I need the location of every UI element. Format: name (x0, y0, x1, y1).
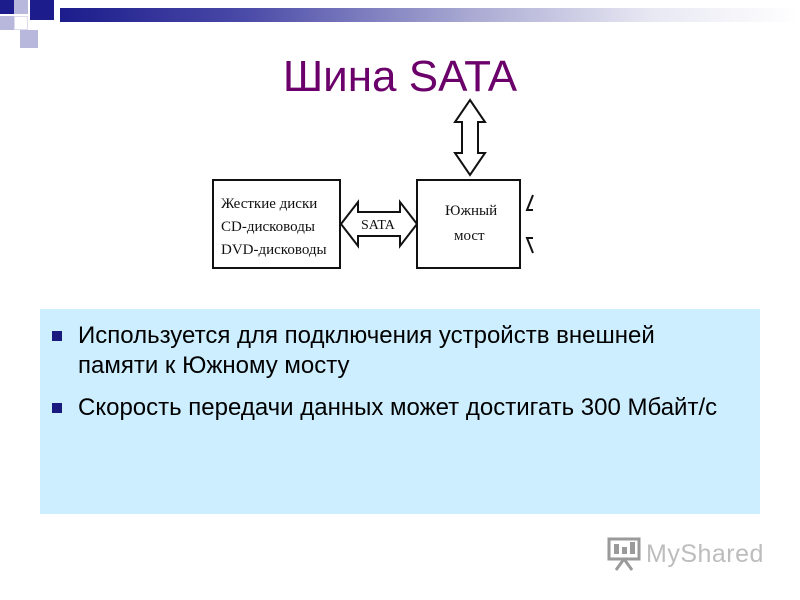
decor-square (14, 16, 28, 30)
bullet-panel: Используется для подключения устройств в… (40, 309, 760, 514)
vertical-double-arrow (453, 98, 487, 177)
decor-square (0, 0, 14, 14)
devices-line-3: DVD-дисководы (221, 242, 327, 258)
watermark-text: MyShared (646, 540, 764, 568)
square-bullet-icon (52, 331, 62, 341)
diagram-svg: Жесткие диски CD-дисководы DVD-дисководы… (212, 98, 534, 269)
bullet-item: Используется для подключения устройств в… (40, 321, 740, 381)
south-bridge-line-2: мост (454, 228, 485, 244)
sata-diagram: Жесткие диски CD-дисководы DVD-дисководы… (205, 95, 540, 280)
bullet-text: Скорость передачи данных может достигать… (78, 394, 718, 421)
decor-square (20, 30, 38, 48)
presentation-board-icon (607, 537, 641, 571)
right-partial-arrow (525, 194, 534, 211)
decor-square (0, 16, 14, 30)
right-partial-arrow-lower (525, 237, 534, 254)
header-gradient-bar (60, 8, 800, 22)
south-bridge-line-1: Южный (445, 203, 497, 219)
bullet-list: Используется для подключения устройств в… (40, 309, 760, 423)
devices-line-2: CD-дисководы (221, 219, 315, 235)
watermark-logo: MyShared (606, 536, 766, 576)
south-bridge-box (416, 179, 521, 269)
square-bullet-icon (52, 403, 62, 413)
devices-box (212, 179, 341, 269)
bullet-item: Скорость передачи данных может достигать… (40, 393, 740, 423)
decor-square (14, 0, 28, 14)
devices-line-1: Жесткие диски (221, 196, 317, 212)
slide-title: Шина SATA (282, 52, 518, 101)
corner-decoration (0, 0, 90, 50)
decor-square (30, 0, 54, 20)
bullet-text: Используется для подключения устройств в… (78, 322, 655, 379)
sata-bus-label: SATA (361, 218, 396, 233)
